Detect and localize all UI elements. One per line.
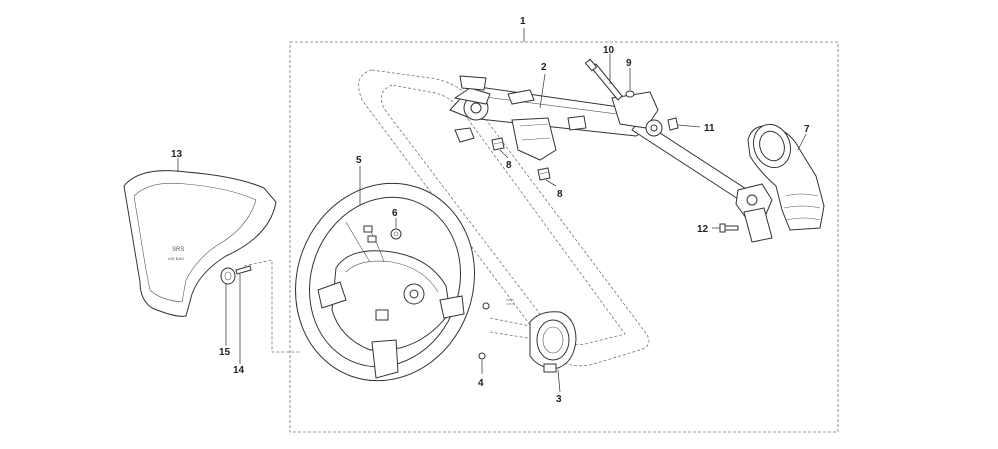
- airbag-connection-line: [243, 259, 300, 353]
- airbag-text-line2: AIR BAG: [168, 256, 184, 261]
- airbag-module-13: SRS AIR BAG: [123, 170, 277, 317]
- leader-2: [539, 73, 546, 109]
- screw-4: [478, 299, 514, 360]
- nut-6: [390, 228, 402, 240]
- callout-10: 10: [603, 45, 615, 56]
- nut-8b: [537, 167, 551, 181]
- callout-6: 6: [392, 208, 398, 219]
- callout-8b: 8: [557, 189, 563, 200]
- callout-9: 9: [626, 58, 632, 69]
- nut-11: [667, 117, 679, 131]
- airbag-text-line1: SRS: [172, 247, 184, 253]
- assembly-boundary: [289, 41, 839, 433]
- steering-wheel: [295, 182, 475, 382]
- leader-7: [797, 133, 807, 151]
- callout-4: 4: [478, 378, 484, 389]
- callout-1: 1: [520, 16, 526, 27]
- callout-2: 2: [541, 62, 547, 73]
- leader-8b: [545, 179, 557, 187]
- bolt-12: [719, 223, 739, 233]
- nut-8a: [491, 137, 505, 151]
- bolt-14: [235, 265, 252, 275]
- callout-3: 3: [556, 394, 562, 405]
- column-sweep-outline: [358, 69, 650, 367]
- callout-11: 11: [704, 123, 715, 134]
- callout-8a: 8: [506, 160, 512, 171]
- steering-column: [449, 75, 773, 243]
- washer-9: [625, 90, 635, 98]
- callout-15: 15: [219, 347, 231, 358]
- leader-11: [677, 124, 701, 128]
- callout-14: 14: [233, 365, 245, 376]
- leader-3: [557, 369, 561, 393]
- bolt-10: [584, 58, 623, 101]
- callout-12: 12: [697, 224, 709, 235]
- callout-7: 7: [804, 124, 810, 135]
- leader-8a: [499, 149, 509, 159]
- callout-13: 13: [171, 149, 183, 160]
- callout-5: 5: [356, 155, 362, 166]
- column-boot-7: [747, 123, 825, 231]
- washer-15: [220, 267, 236, 285]
- clock-spring-3: [489, 311, 577, 373]
